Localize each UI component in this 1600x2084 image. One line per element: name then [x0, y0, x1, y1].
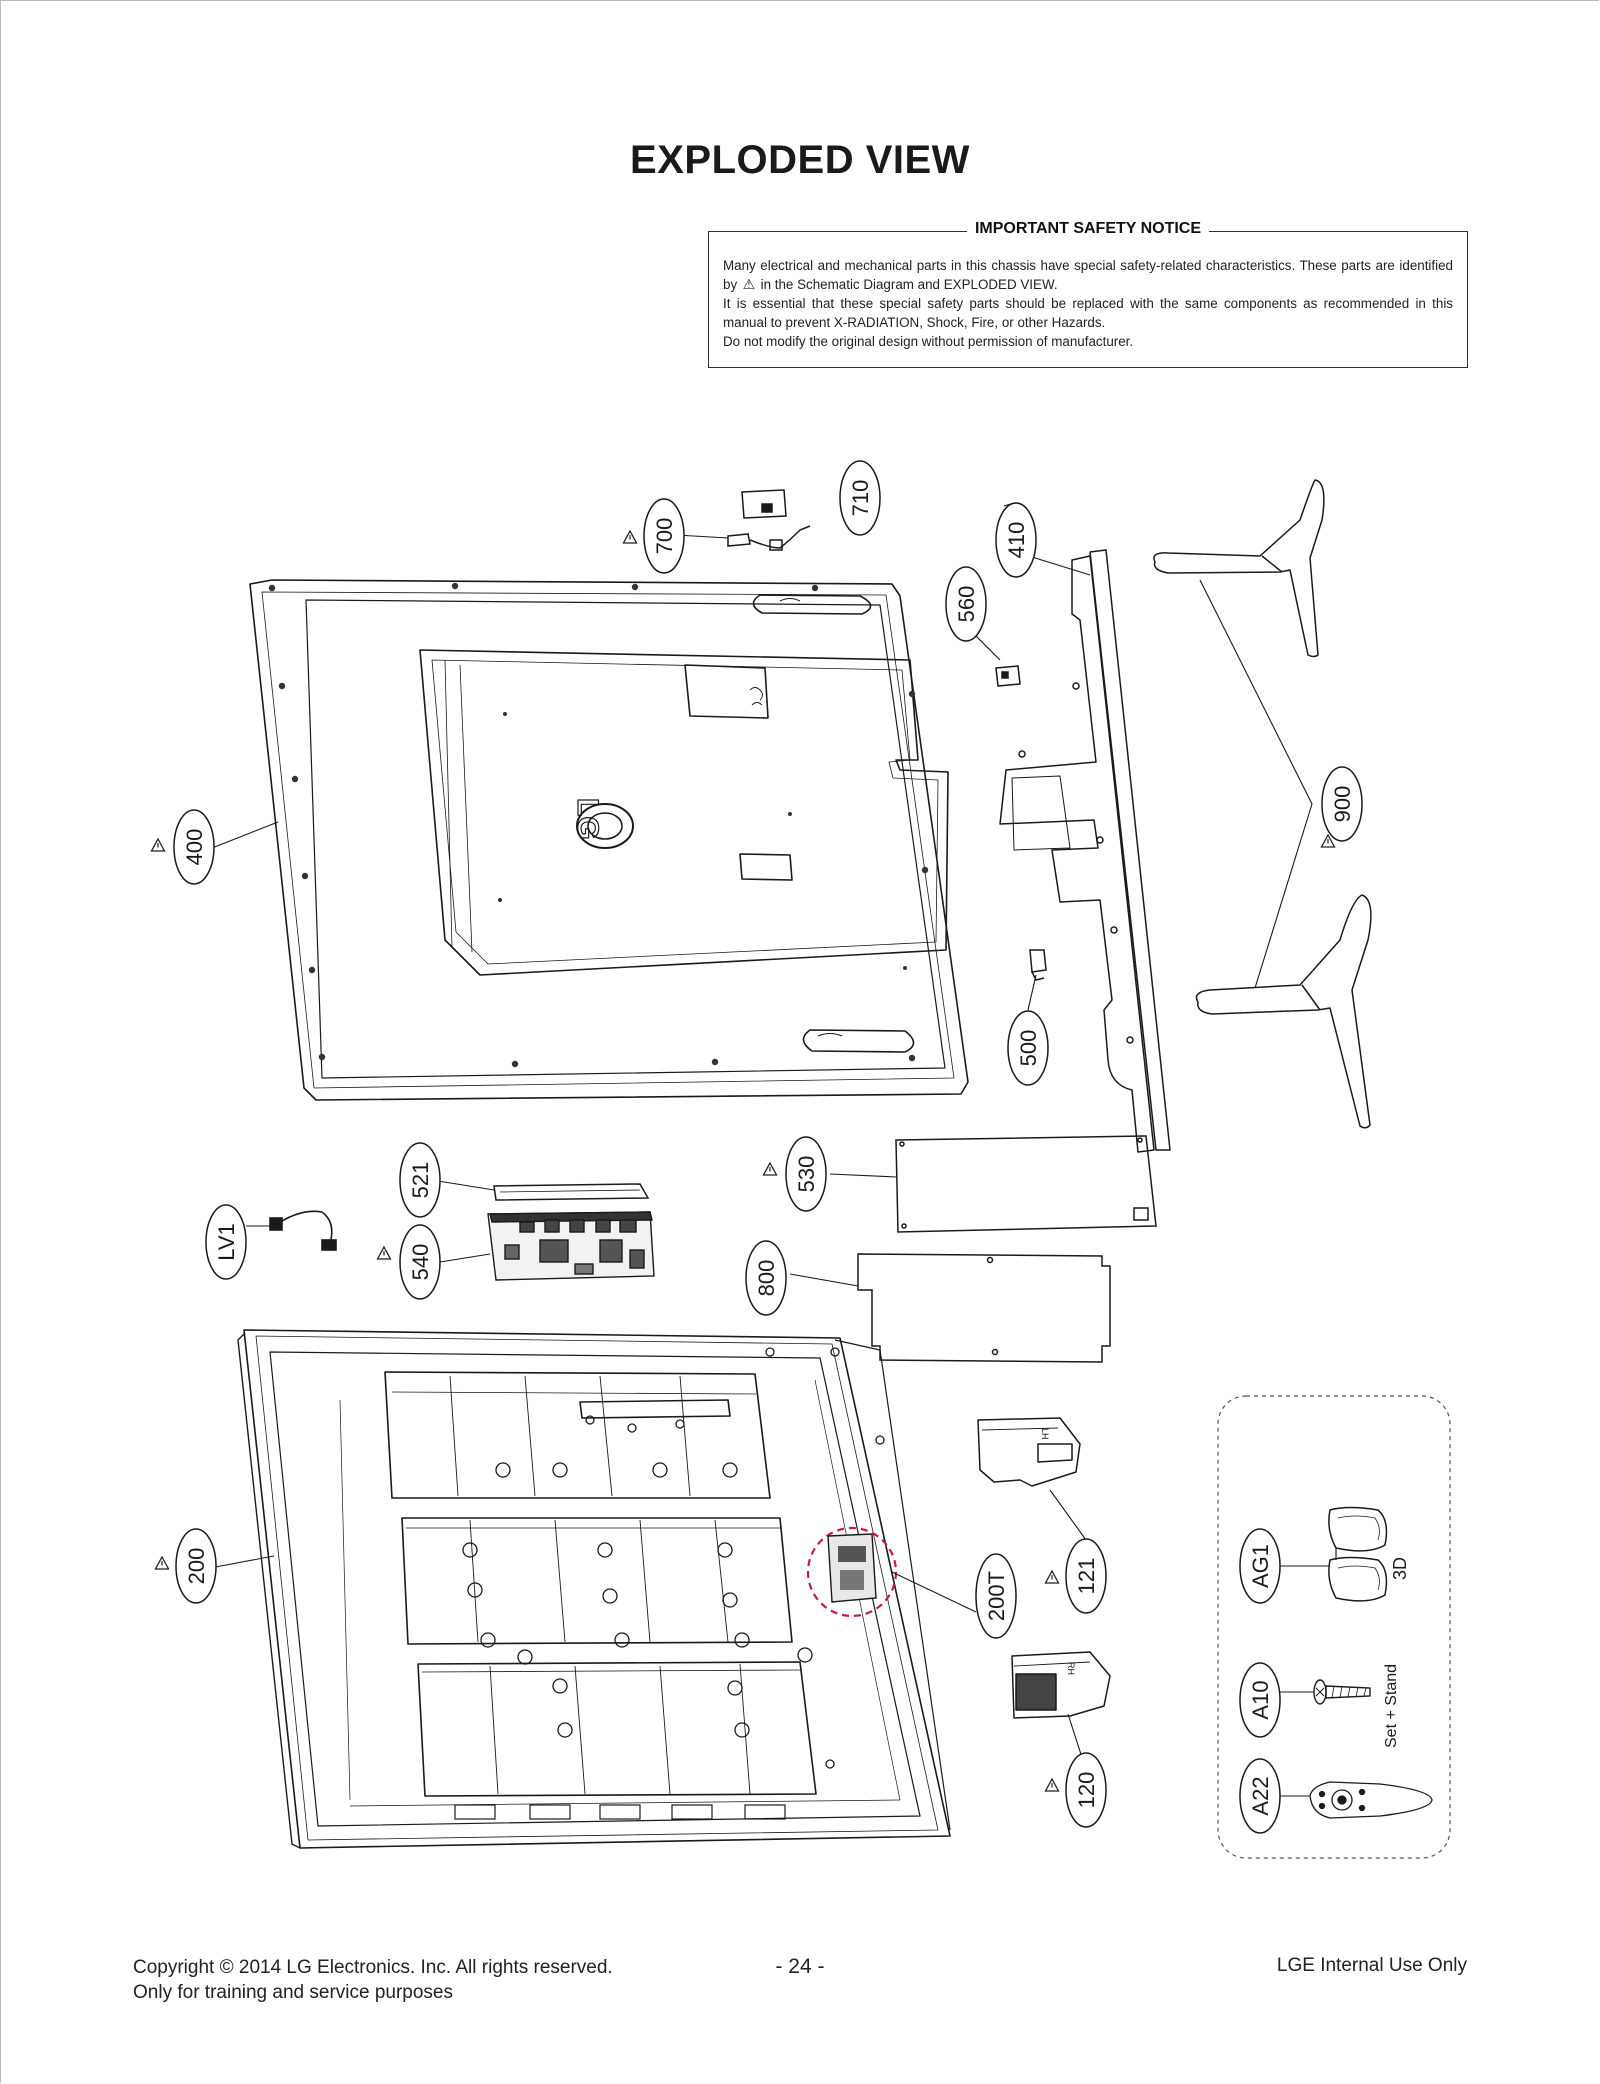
footer-page-number: - 24 - — [775, 1955, 825, 1978]
callout-AG1: AG1 — [1248, 1544, 1273, 1588]
callout-410: 410 — [1004, 522, 1029, 559]
display-module-200-part — [237, 1329, 951, 1849]
safety-notice-line3: Do not modify the original design withou… — [723, 334, 1134, 349]
board-710-part — [741, 489, 787, 519]
speaker-120-part — [1011, 1651, 1111, 1719]
accessory-box — [1217, 1395, 1451, 1859]
screw-A10-part — [1313, 1679, 1371, 1705]
callout-400: 400 — [182, 829, 207, 866]
stand-leg-lower — [1195, 894, 1372, 1129]
callout-900: 900 — [1330, 786, 1355, 823]
part-500 — [1029, 949, 1047, 981]
callout-labels: 700 710 410 560 400 900 500 521 530 LV1 … — [182, 480, 1355, 1816]
accessory-note-set-stand: Set + Stand — [1383, 1664, 1400, 1748]
callout-710: 710 — [848, 480, 873, 517]
callout-800: 800 — [754, 1260, 779, 1297]
accessory-note-3d: 3D — [1390, 1557, 1410, 1580]
warning-triangle-icon: ⚠ — [742, 276, 756, 292]
callout-521: 521 — [408, 1162, 433, 1199]
callout-121: 121 — [1074, 1558, 1099, 1595]
callout-A22: A22 — [1248, 1776, 1273, 1815]
bottom-edge-connectors — [454, 1804, 786, 1820]
callout-200: 200 — [184, 1548, 209, 1585]
safety-notice-line1-text: Many electrical and mechanical parts in … — [723, 258, 1453, 292]
speaker-121-part — [977, 1417, 1081, 1487]
page-title: EXPLODED VIEW — [630, 138, 970, 182]
callout-500: 500 — [1016, 1030, 1041, 1067]
safety-notice-box: IMPORTANT SAFETY NOTICE Many electrical … — [708, 220, 1468, 368]
safety-notice-body: Many electrical and mechanical parts in … — [723, 256, 1453, 351]
safety-notice-line1: Many electrical and mechanical parts in … — [723, 256, 1453, 294]
callout-LV1: LV1 — [214, 1223, 239, 1261]
callout-700: 700 — [652, 518, 677, 555]
safety-notice-heading: IMPORTANT SAFETY NOTICE — [966, 220, 1210, 237]
callout-530: 530 — [794, 1156, 819, 1193]
footer-left: Copyright © 2014 LG Electronics. Inc. Al… — [133, 1955, 613, 2005]
speaker-left-mark: LH — [1040, 1428, 1050, 1440]
tcon-200T-highlight — [806, 1526, 898, 1618]
cable-700-part — [727, 525, 811, 551]
main-board-540-part — [487, 1211, 655, 1281]
speaker-right-mark: RH — [1066, 1662, 1076, 1675]
back-cover-part: LG — [249, 579, 969, 1101]
callout-A10: A10 — [1248, 1680, 1273, 1719]
callout-560: 560 — [954, 586, 979, 623]
remote-A22-part — [1309, 1781, 1433, 1819]
display-module-screw-points — [462, 1347, 885, 1769]
safety-notice-heading-wrap: IMPORTANT SAFETY NOTICE — [709, 220, 1467, 238]
lg-logo-text: LG — [571, 798, 604, 840]
part-560 — [995, 665, 1021, 687]
callout-200T: 200T — [984, 1571, 1009, 1621]
stand-leg-upper — [1153, 479, 1325, 658]
stand-bracket-part — [999, 549, 1171, 1153]
safety-notice-line1-after: in the Schematic Diagram and EXPLODED VI… — [760, 277, 1058, 292]
footer-purpose: Only for training and service purposes — [133, 1982, 453, 2003]
footer-copyright: Copyright © 2014 LG Electronics. Inc. Al… — [133, 1957, 613, 1978]
back-cover-screw-holes — [268, 582, 929, 1068]
leader-lines — [209, 502, 1330, 1797]
3d-glasses-part — [1328, 1506, 1388, 1602]
cable-LV1-part — [269, 1210, 337, 1251]
footer-internal-note: LGE Internal Use Only — [1276, 1955, 1467, 1976]
insulation-sheet-800-part — [857, 1253, 1111, 1363]
power-board-530-part — [895, 1135, 1157, 1233]
callout-540: 540 — [408, 1244, 433, 1281]
bracket-521-part — [493, 1183, 650, 1201]
callout-120: 120 — [1074, 1772, 1099, 1809]
safety-triangle-icons — [150, 530, 1336, 1792]
safety-notice-line2: It is essential that these special safet… — [723, 296, 1453, 330]
callout-ovals — [173, 460, 1363, 1834]
